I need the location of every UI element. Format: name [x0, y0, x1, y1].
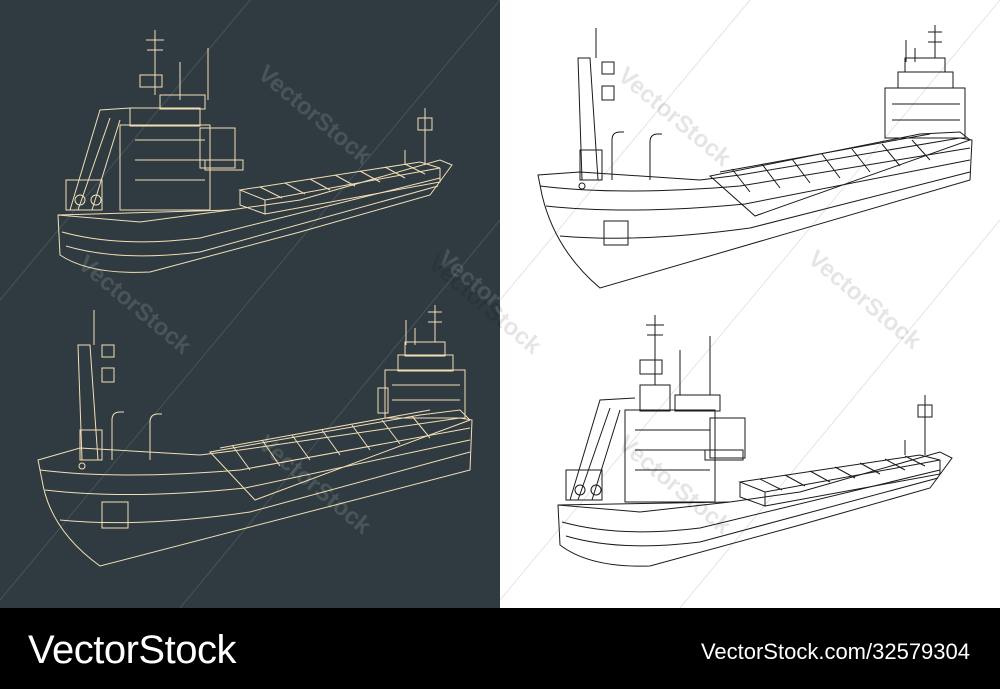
light-blueprint-panel: VectorStock VectorStock VectorStock Vect… — [423, 0, 1000, 608]
light-panel-drawing — [500, 0, 1000, 608]
ship-stern-quarter-drawing — [57, 30, 453, 273]
brand-logo-text: VectorStock — [28, 628, 236, 672]
image-id-text: VectorStock.com/32579304 — [700, 639, 970, 664]
dark-blueprint-panel: VectorStock VectorStock VectorStock Vect… — [0, 0, 556, 608]
ship-bow-quarter-drawing — [37, 305, 473, 567]
dark-panel-drawing — [0, 0, 500, 608]
ship-stern-quarter-drawing-light — [557, 315, 953, 567]
guide-lines — [500, 0, 1000, 608]
footer-bar: VectorStock VectorStock.com/32579304 — [0, 608, 1000, 689]
ship-bow-quarter-drawing-light — [537, 25, 973, 289]
guide-lines — [0, 0, 500, 608]
